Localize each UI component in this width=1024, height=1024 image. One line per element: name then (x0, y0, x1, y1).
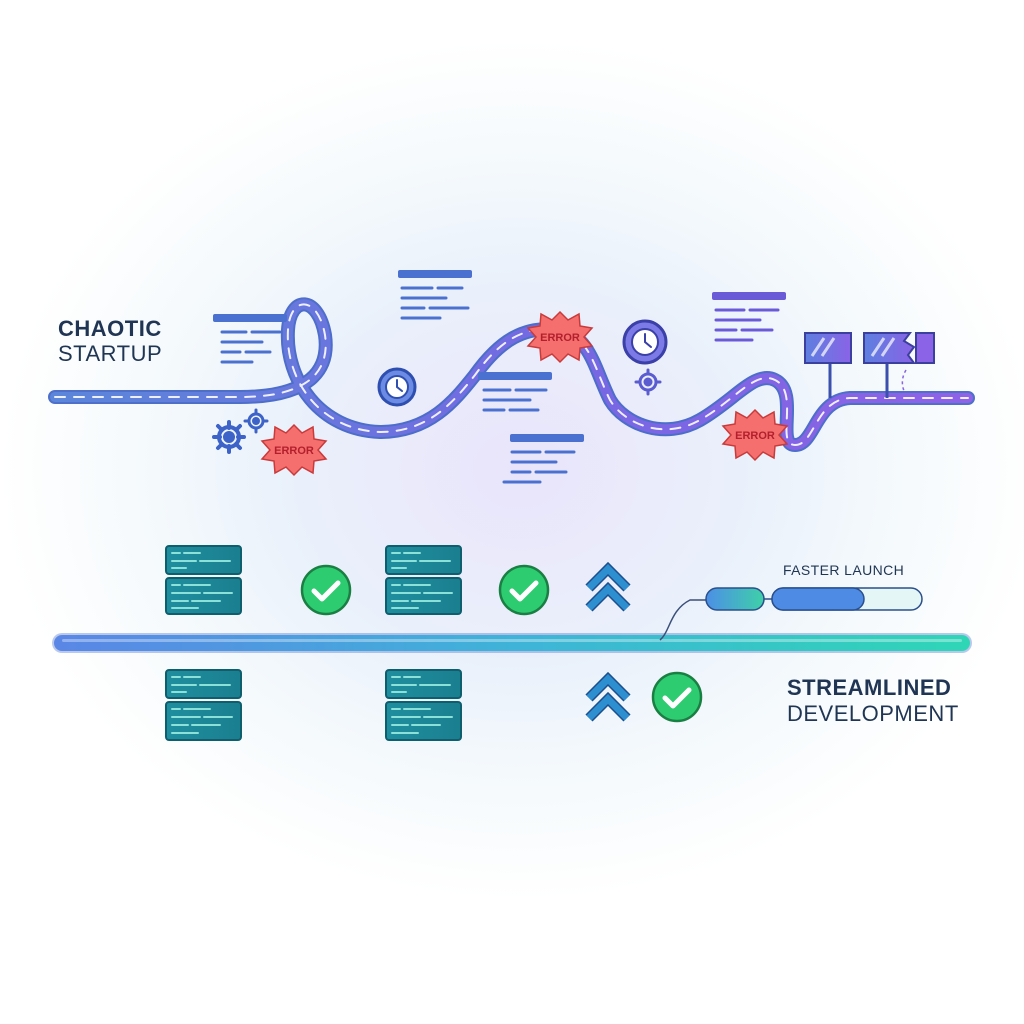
clock-gear-icon (622, 319, 668, 365)
faster-launch-label: FASTER LAUNCH (783, 562, 905, 578)
error-label: ERROR (735, 430, 775, 442)
code-snippet-icon (712, 292, 786, 342)
error-burst-icon: ERROR (721, 408, 789, 462)
clock-gear-icon (377, 367, 417, 407)
double-chevron-up-icon (585, 671, 631, 722)
server-stack-icon (385, 669, 462, 741)
progress-pill-icon (705, 587, 923, 611)
check-circle-icon (651, 671, 703, 723)
flag-icon (863, 332, 935, 398)
code-snippet-icon (213, 314, 287, 364)
streamlined-label-light: DEVELOPMENT (787, 700, 959, 726)
code-snippet-icon (398, 270, 472, 320)
connector-line (659, 599, 706, 641)
double-chevron-up-icon (585, 561, 631, 612)
gear-icon (212, 420, 246, 454)
check-circle-icon (498, 564, 550, 616)
flag-icon (804, 332, 852, 398)
gear-icon (634, 368, 662, 396)
streamlined-development-label: STREAMLINED DEVELOPMENT (787, 675, 959, 727)
error-burst-icon: ERROR (260, 423, 328, 477)
error-label: ERROR (540, 332, 580, 344)
error-burst-icon: ERROR (526, 310, 594, 364)
server-stack-icon (165, 669, 242, 741)
streamlined-label-strong: STREAMLINED (787, 675, 952, 700)
check-circle-icon (300, 564, 352, 616)
gear-icon (243, 408, 269, 434)
chaotic-label-strong: CHAOTIC (58, 316, 162, 341)
dashed-link (901, 369, 909, 399)
code-snippet-icon (502, 434, 584, 484)
chaotic-label-light: STARTUP (58, 341, 163, 367)
streamlined-path (52, 633, 972, 653)
server-stack-icon (385, 545, 462, 615)
server-stack-icon (165, 545, 242, 615)
chaotic-startup-label: CHAOTIC STARTUP (58, 316, 162, 367)
code-snippet-icon (478, 372, 552, 412)
error-label: ERROR (274, 445, 314, 457)
